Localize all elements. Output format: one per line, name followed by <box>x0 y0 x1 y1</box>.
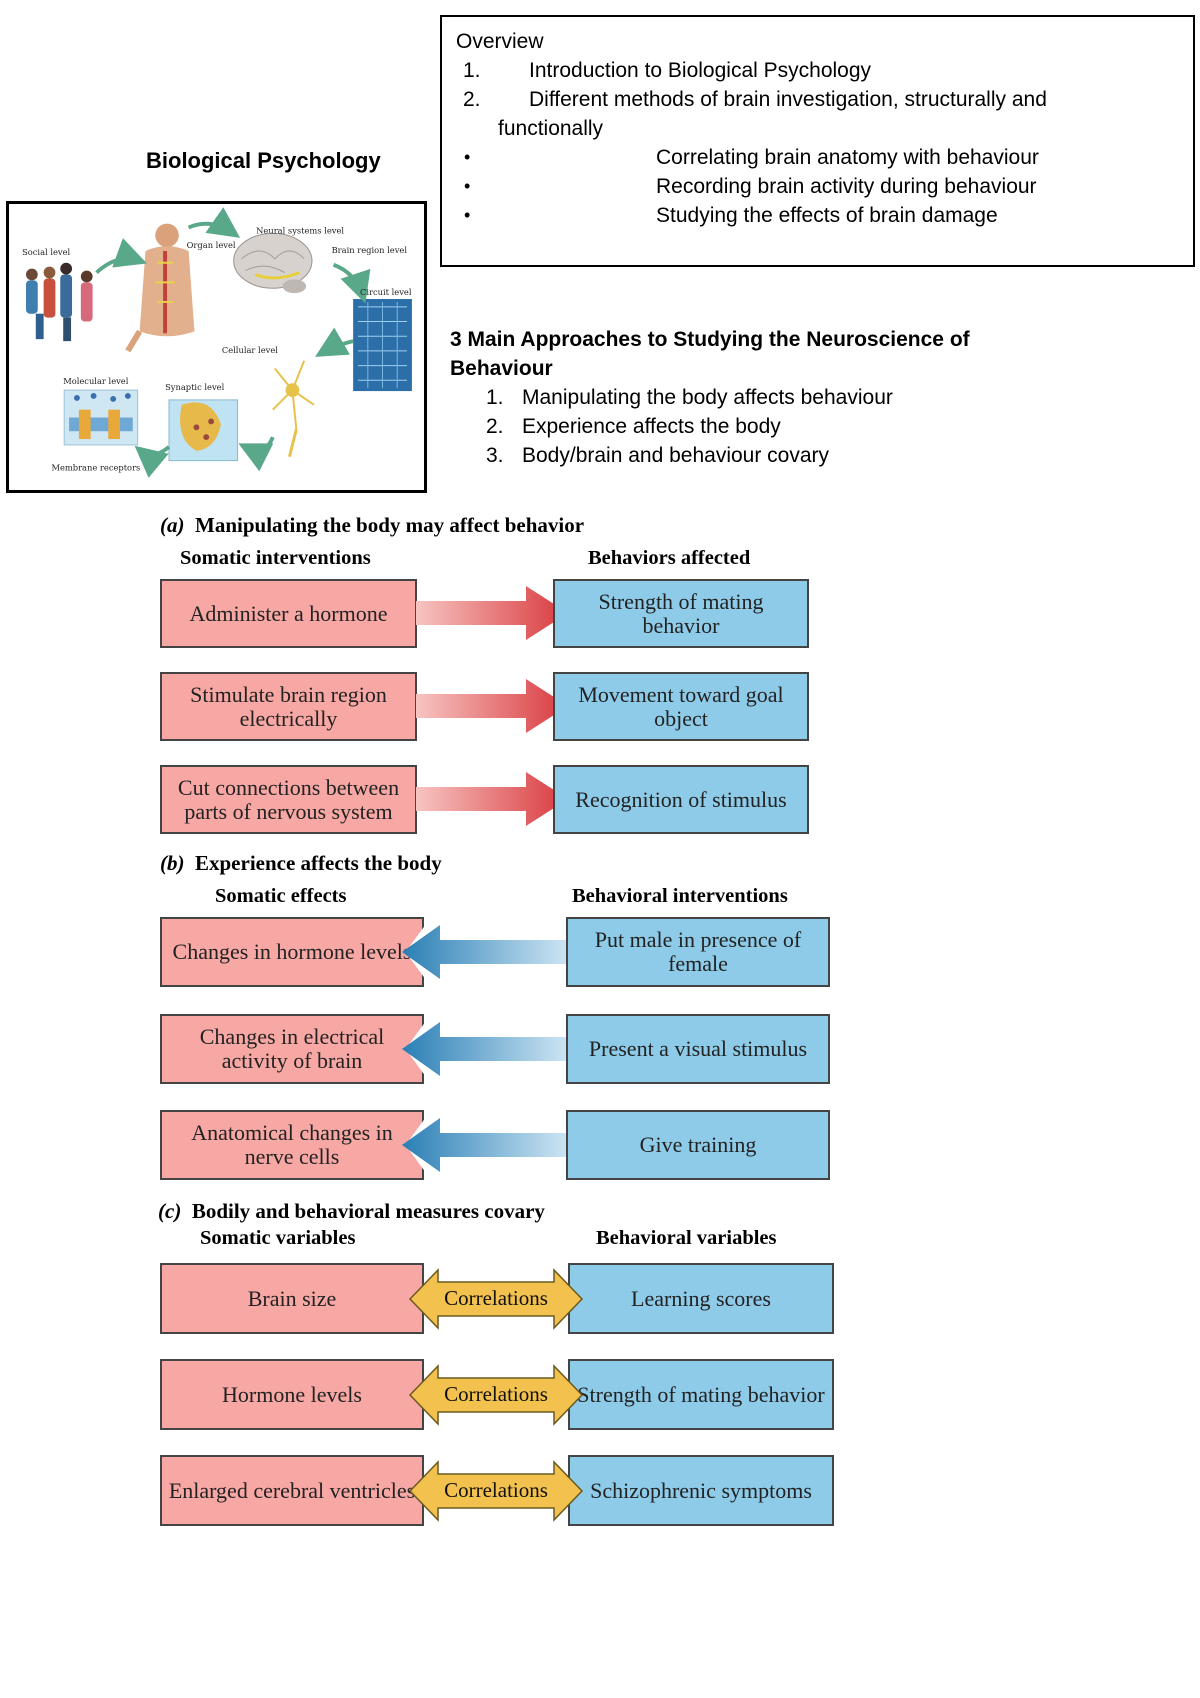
panel-b-label: (b) <box>160 851 185 875</box>
overview-heading: Overview <box>456 30 544 53</box>
approach-number: 1. <box>486 386 504 409</box>
panel-b-left-header: Somatic effects <box>215 885 347 907</box>
behavior-affected-box: Movement toward goal object <box>553 672 809 741</box>
correlation-double-arrow-icon <box>408 1268 584 1330</box>
cellular-level-label: Cellular level <box>222 345 278 355</box>
approaches-section: 3 Main Approaches to Studying the Neuros… <box>450 325 970 470</box>
behavioral-intervention-box: Put male in presence of female <box>566 917 830 987</box>
organ-level-label: Organ level <box>187 240 236 250</box>
overview-item: 2. Different methods of brain investigat… <box>456 85 1179 114</box>
correlation-label: Correlations <box>444 1478 548 1502</box>
blue-left-arrow-icon <box>402 1118 570 1172</box>
circuit-level-label: Circuit level <box>360 287 412 297</box>
bullet-icon: • <box>464 205 471 225</box>
red-right-arrow-icon <box>416 679 568 733</box>
approach-text: Body/brain and behaviour covary <box>522 444 830 467</box>
blue-left-arrow-icon <box>402 1022 570 1076</box>
overview-item-text: functionally <box>498 117 604 140</box>
overview-item-text: Different methods of brain investigation… <box>529 88 1047 111</box>
panel-c-right-header: Behavioral variables <box>596 1227 777 1249</box>
correlation-label: Correlations <box>444 1382 548 1406</box>
panel-c-label: (c) <box>158 1199 182 1223</box>
membrane-receptors-label: Membrane receptors <box>51 462 140 472</box>
brain-region-label: Brain region level <box>332 245 408 255</box>
organ-figure-icon <box>125 223 195 353</box>
overview-bullet-text: Studying the effects of brain damage <box>656 204 998 227</box>
behavioral-variable-box: Schizophrenic symptoms <box>568 1455 834 1526</box>
approach-text: Manipulating the body affects behaviour <box>522 386 893 409</box>
approaches-title-line: Behaviour <box>450 357 553 380</box>
overview-bullet-text: Recording brain activity during behaviou… <box>656 175 1037 198</box>
somatic-intervention-box: Cut connections between parts of nervous… <box>160 765 417 834</box>
correlation-double-arrow-icon <box>408 1364 584 1426</box>
panel-a-label: (a) <box>160 513 185 537</box>
approach-number: 2. <box>486 415 504 438</box>
panel-a-right-header: Behaviors affected <box>588 547 751 569</box>
approach-item: 3. Body/brain and behaviour covary <box>450 441 970 470</box>
overview-item-continuation: functionally <box>456 114 1179 143</box>
bullet-icon: • <box>464 176 471 196</box>
somatic-intervention-box: Administer a hormone <box>160 579 417 648</box>
behavioral-intervention-box: Give training <box>566 1110 830 1180</box>
correlation-label: Correlations <box>444 1286 548 1310</box>
somatic-variable-box: Enlarged cerebral ventricles <box>160 1455 424 1526</box>
overview-bullet: • Recording brain activity during behavi… <box>456 172 1179 201</box>
behavior-affected-box: Strength of mating behavior <box>553 579 809 648</box>
levels-of-analysis-figure: Social level Organ level Neural systems … <box>6 201 427 493</box>
membrane-receptor-icon <box>63 389 139 446</box>
panel-c-left-header: Somatic variables <box>200 1227 356 1249</box>
panel-c-heading-text: Bodily and behavioral measures covary <box>191 1199 545 1223</box>
overview-item-number: 1. <box>463 59 481 82</box>
brain-icon <box>233 232 313 294</box>
somatic-effect-box: Changes in hormone levels <box>160 917 424 987</box>
approach-item: 2. Experience affects the body <box>450 412 970 441</box>
panel-a-heading: (a) Manipulating the body may affect beh… <box>160 513 584 538</box>
molecular-level-label: Molecular level <box>63 376 129 386</box>
approach-text: Experience affects the body <box>522 415 781 438</box>
somatic-intervention-box: Stimulate brain region electrically <box>160 672 417 741</box>
overview-bullet: • Correlating brain anatomy with behavio… <box>456 143 1179 172</box>
red-right-arrow-icon <box>416 586 568 640</box>
panel-b-heading-text: Experience affects the body <box>195 851 442 875</box>
overview-item: 1. Introduction to Biological Psychology <box>456 56 1179 85</box>
bullet-icon: • <box>464 147 471 167</box>
neuron-icon <box>272 360 315 458</box>
approach-item: 1. Manipulating the body affects behavio… <box>450 383 970 412</box>
somatic-variable-box: Brain size <box>160 1263 424 1334</box>
page-title: Biological Psychology <box>146 148 381 173</box>
somatic-variable-box: Hormone levels <box>160 1359 424 1430</box>
correlation-double-arrow-icon <box>408 1460 584 1522</box>
synapse-icon <box>168 399 239 462</box>
blue-left-arrow-icon <box>402 925 570 979</box>
red-right-arrow-icon <box>416 772 568 826</box>
levels-illustration: Social level Organ level Neural systems … <box>22 207 412 478</box>
approaches-title-line: 3 Main Approaches to Studying the Neuros… <box>450 328 970 351</box>
circuit-icon <box>353 299 412 392</box>
social-group-icon <box>25 262 93 342</box>
overview-box: Overview 1. Introduction to Biological P… <box>440 15 1195 267</box>
synaptic-level-label: Synaptic level <box>165 382 225 392</box>
overview-bullet-text: Correlating brain anatomy with behaviour <box>656 146 1039 169</box>
behavioral-variable-box: Strength of mating behavior <box>568 1359 834 1430</box>
panel-a-left-header: Somatic interventions <box>180 547 371 569</box>
neural-systems-label: Neural systems level <box>256 225 344 235</box>
behavioral-intervention-box: Present a visual stimulus <box>566 1014 830 1084</box>
social-level-label: Social level <box>22 247 70 257</box>
panel-b-heading: (b) Experience affects the body <box>160 851 442 876</box>
overview-item-number: 2. <box>463 88 481 111</box>
panel-c-heading: (c) Bodily and behavioral measures covar… <box>158 1199 545 1224</box>
behavioral-variable-box: Learning scores <box>568 1263 834 1334</box>
somatic-effect-box: Changes in electrical activity of brain <box>160 1014 424 1084</box>
approach-number: 3. <box>486 444 504 467</box>
panel-a-heading-text: Manipulating the body may affect behavio… <box>195 513 585 537</box>
overview-bullet: • Studying the effects of brain damage <box>456 201 1179 230</box>
somatic-effect-box: Anatomical changes in nerve cells <box>160 1110 424 1180</box>
overview-item-text: Introduction to Biological Psychology <box>529 59 872 82</box>
panel-b-right-header: Behavioral interventions <box>572 885 788 907</box>
level-arrows <box>95 207 371 478</box>
behavior-affected-box: Recognition of stimulus <box>553 765 809 834</box>
